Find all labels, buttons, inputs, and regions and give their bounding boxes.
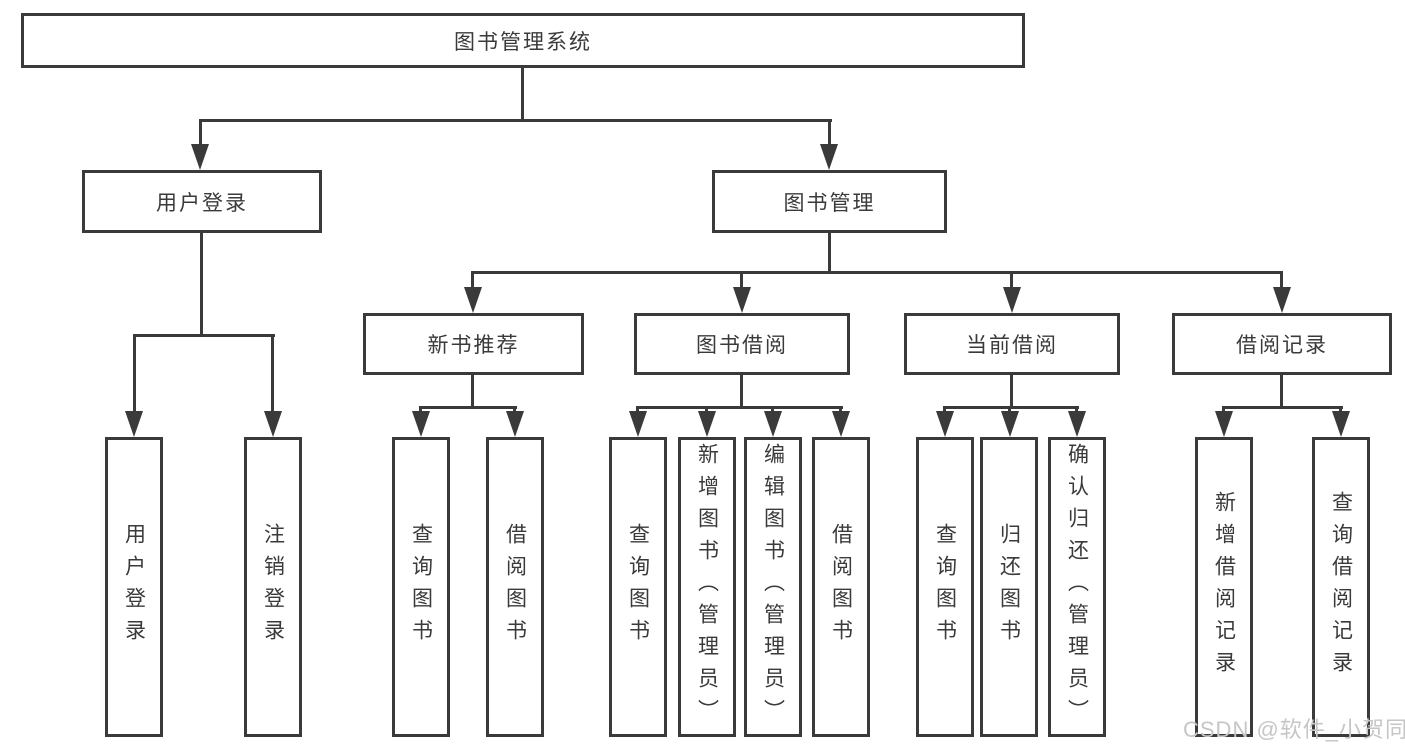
connector-line xyxy=(705,406,708,414)
connector-line xyxy=(1010,375,1013,409)
node-leaf-borrow-books-rec-label: 借阅图书 xyxy=(503,523,527,651)
node-new-book-rec-label: 新书推荐 xyxy=(427,334,520,357)
connector-line xyxy=(636,406,843,409)
arrow-down-icon xyxy=(629,411,647,437)
arrow-down-icon xyxy=(936,411,954,437)
arrow-down-icon xyxy=(733,287,751,313)
node-root: 图书管理系统 xyxy=(21,13,1025,68)
node-leaf-return-book-label: 归还图书 xyxy=(997,523,1021,651)
arrow-down-icon xyxy=(764,411,782,437)
connector-line xyxy=(943,406,1079,409)
connector-line xyxy=(200,233,203,337)
node-book-borrow: 图书借阅 xyxy=(634,313,850,375)
arrow-down-icon xyxy=(1003,287,1021,313)
arrow-down-icon xyxy=(698,411,716,437)
node-leaf-add-book-admin-label: 新增图书（管理员） xyxy=(695,443,719,731)
node-leaf-query-books-current: 查询图书 xyxy=(916,437,974,737)
arrow-down-icon xyxy=(820,144,838,170)
node-leaf-query-books-borrow-label: 查询图书 xyxy=(626,523,650,651)
connector-line xyxy=(521,68,524,122)
arrow-down-icon xyxy=(1273,287,1291,313)
connector-line xyxy=(1280,375,1283,409)
connector-line xyxy=(943,406,946,414)
node-leaf-confirm-return-admin-label: 确认归还（管理员） xyxy=(1065,443,1089,731)
connector-line xyxy=(1222,406,1343,409)
connector-line xyxy=(828,233,831,274)
arrow-down-icon xyxy=(1332,411,1350,437)
connector-line xyxy=(1339,406,1342,414)
connector-line xyxy=(740,271,743,290)
arrow-down-icon xyxy=(1001,411,1019,437)
node-leaf-edit-book-admin-label: 编辑图书（管理员） xyxy=(761,443,785,731)
arrow-down-icon xyxy=(506,411,524,437)
node-leaf-query-borrow-record: 查询借阅记录 xyxy=(1312,437,1370,737)
connector-line xyxy=(271,334,274,413)
connector-line xyxy=(828,119,831,147)
connector-line xyxy=(419,406,517,409)
watermark: CSDN @软件_小贺同学 xyxy=(1183,717,1405,742)
node-book-borrow-label: 图书借阅 xyxy=(696,334,788,357)
node-leaf-add-borrow-record-label: 新增借阅记录 xyxy=(1212,491,1236,683)
node-leaf-query-books-rec: 查询图书 xyxy=(392,437,450,737)
node-user-login-label: 用户登录 xyxy=(156,191,248,215)
connector-line xyxy=(471,271,1283,274)
node-leaf-return-book: 归还图书 xyxy=(980,437,1038,737)
connector-line xyxy=(133,334,275,337)
node-leaf-edit-book-admin: 编辑图书（管理员） xyxy=(744,437,802,737)
node-leaf-query-books-borrow: 查询图书 xyxy=(609,437,667,737)
connector-line xyxy=(133,334,136,413)
node-leaf-logout: 注销登录 xyxy=(244,437,302,737)
node-book-mgmt-label: 图书管理 xyxy=(783,191,876,215)
connector-line xyxy=(1075,406,1078,414)
connector-line xyxy=(740,375,743,409)
arrow-down-icon xyxy=(412,411,430,437)
node-root-label: 图书管理系统 xyxy=(454,30,592,54)
arrow-down-icon xyxy=(264,411,282,437)
node-leaf-user-login-label: 用户登录 xyxy=(122,523,146,651)
arrow-down-icon xyxy=(191,144,209,170)
node-leaf-logout-label: 注销登录 xyxy=(261,523,285,651)
arrow-down-icon xyxy=(832,411,850,437)
node-leaf-add-borrow-record: 新增借阅记录 xyxy=(1195,437,1253,737)
node-leaf-query-borrow-record-label: 查询借阅记录 xyxy=(1329,491,1353,683)
node-leaf-borrow-books-rec: 借阅图书 xyxy=(486,437,544,737)
node-user-login: 用户登录 xyxy=(82,170,322,233)
connector-line xyxy=(471,375,474,409)
connector-line xyxy=(419,406,422,414)
arrow-down-icon xyxy=(464,287,482,313)
node-borrow-records-label: 借阅记录 xyxy=(1236,334,1328,357)
connector-line xyxy=(839,406,842,414)
node-leaf-borrow-books: 借阅图书 xyxy=(812,437,870,737)
node-leaf-confirm-return-admin: 确认归还（管理员） xyxy=(1048,437,1106,737)
node-leaf-user-login: 用户登录 xyxy=(105,437,163,737)
arrow-down-icon xyxy=(1215,411,1233,437)
connector-line xyxy=(471,271,474,290)
node-new-book-rec: 新书推荐 xyxy=(363,313,584,375)
connector-line xyxy=(199,119,202,147)
connector-line xyxy=(1010,271,1013,290)
node-leaf-query-books-current-label: 查询图书 xyxy=(933,523,957,651)
node-leaf-add-book-admin: 新增图书（管理员） xyxy=(678,437,736,737)
node-borrow-records: 借阅记录 xyxy=(1172,313,1392,375)
connector-line xyxy=(1008,406,1011,414)
connector-line xyxy=(636,406,639,414)
node-current-borrow: 当前借阅 xyxy=(904,313,1120,375)
connector-line xyxy=(771,406,774,414)
connector-line xyxy=(1280,271,1283,290)
node-leaf-query-books-rec-label: 查询图书 xyxy=(409,523,433,651)
connector-line xyxy=(1222,406,1225,414)
arrow-down-icon xyxy=(1068,411,1086,437)
node-leaf-borrow-books-label: 借阅图书 xyxy=(829,523,853,651)
connector-line xyxy=(199,119,832,122)
node-book-mgmt: 图书管理 xyxy=(712,170,947,233)
node-current-borrow-label: 当前借阅 xyxy=(966,334,1058,357)
connector-line xyxy=(513,406,516,414)
arrow-down-icon xyxy=(125,411,143,437)
